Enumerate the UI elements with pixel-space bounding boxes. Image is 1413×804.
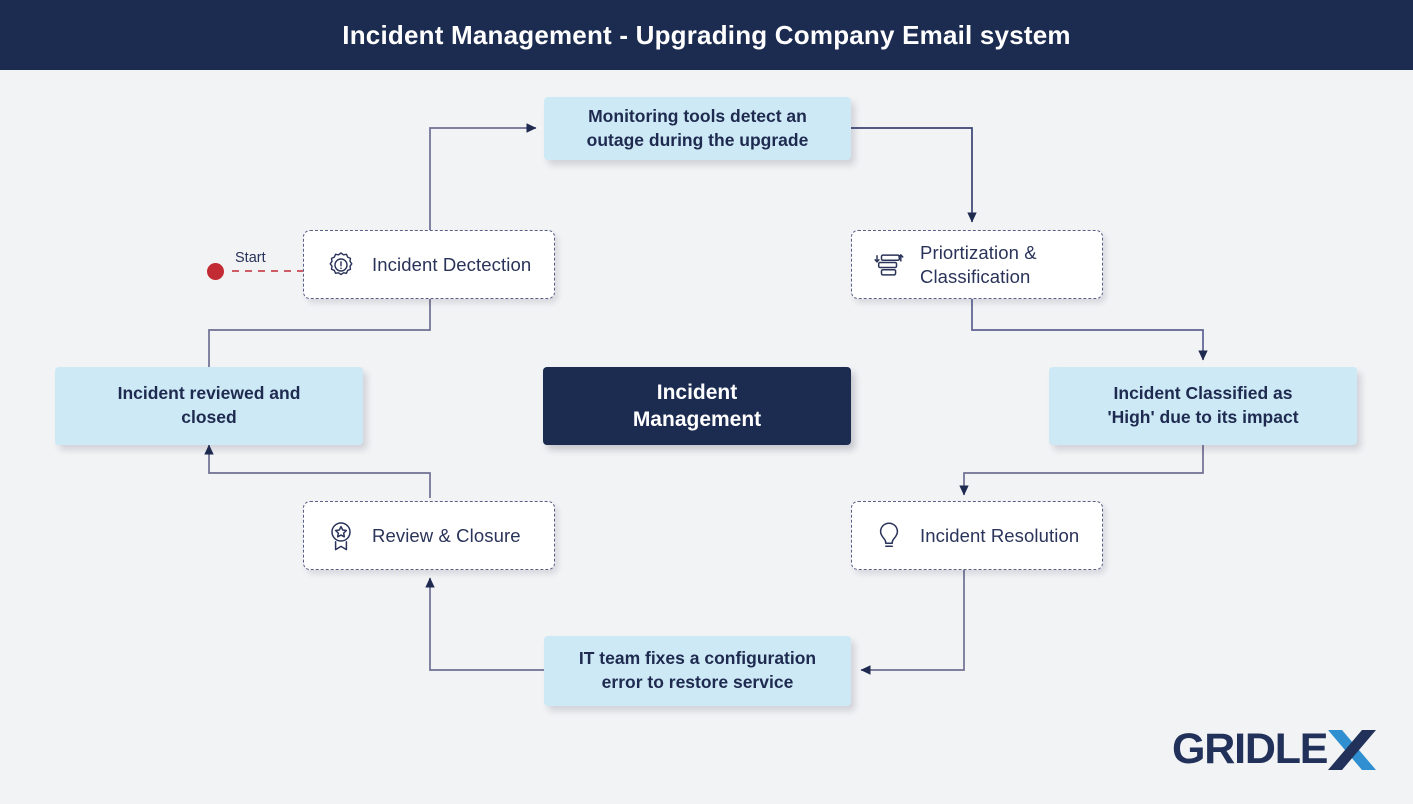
node-prioritization-line2: Classification <box>920 265 1031 287</box>
callout-monitoring-line2: outage during the upgrade <box>586 129 809 150</box>
callout-itteam-line2: error to restore service <box>601 672 794 692</box>
center-hub-incident-management[interactable]: Incident Management <box>543 367 851 445</box>
hub-line1: Incident <box>656 380 738 404</box>
callout-it-team-fixes[interactable]: IT team fixes a configuration error to r… <box>544 636 851 706</box>
callout-classified-line2: 'High' due to its impact <box>1107 407 1299 427</box>
callout-monitoring-detect[interactable]: Monitoring tools detect an outage during… <box>544 97 851 160</box>
node-incident-detection[interactable]: Incident Dectection <box>303 230 555 299</box>
node-review-closure-label: Review & Closure <box>372 524 521 546</box>
logo-text-dark: GRIDLE <box>1172 725 1328 773</box>
callout-monitoring-line1: Monitoring tools detect an <box>588 105 807 126</box>
edge-review-to-reviewedclosed <box>204 444 431 498</box>
callout-classified-line1: Incident Classified as <box>1113 383 1293 404</box>
callout-incident-reviewed-closed[interactable]: Incident reviewed and closed <box>55 367 363 445</box>
start-label: Start <box>235 250 266 266</box>
node-prioritization-classification[interactable]: Priortization & Classification <box>851 230 1103 299</box>
node-incident-resolution-label: Incident Resolution <box>920 524 1080 546</box>
edge-detection-to-reviewedclosed <box>208 297 431 367</box>
edge-itteam-to-review <box>425 577 544 671</box>
callout-incident-classified-high[interactable]: Incident Classified as 'High' due to its… <box>1049 367 1357 445</box>
logo-x-icon <box>1328 728 1377 772</box>
edge-resolution-to-itteam <box>860 568 965 675</box>
lightbulb-icon <box>872 519 906 553</box>
diagram-body: Start Monitoring tools detect an outage … <box>0 70 1413 804</box>
node-incident-resolution[interactable]: Incident Resolution <box>851 501 1103 570</box>
edge-detection-to-monitoring <box>429 123 537 235</box>
callout-reviewed-line1: Incident reviewed and <box>117 383 301 404</box>
gridlex-logo: GRIDLE <box>1172 725 1377 774</box>
page-title: Incident Management - Upgrading Company … <box>342 19 1071 50</box>
edge-prioritization-to-classified <box>971 297 1208 361</box>
page-header: Incident Management - Upgrading Company … <box>0 0 1413 70</box>
node-review-closure[interactable]: Review & Closure <box>303 501 555 570</box>
badge-alert-icon <box>324 248 358 282</box>
edge-monitoring-to-prioritization <box>851 127 977 223</box>
node-incident-detection-label: Incident Dectection <box>372 253 532 275</box>
sort-priority-icon <box>872 248 906 282</box>
node-prioritization-line1: Priortization & <box>920 241 1037 263</box>
callout-reviewed-line2: closed <box>181 407 237 427</box>
callout-itteam-line1: IT team fixes a configuration <box>578 648 817 669</box>
hub-line2: Management <box>632 408 762 431</box>
award-ribbon-icon <box>324 519 358 553</box>
start-marker-dot <box>207 263 224 280</box>
